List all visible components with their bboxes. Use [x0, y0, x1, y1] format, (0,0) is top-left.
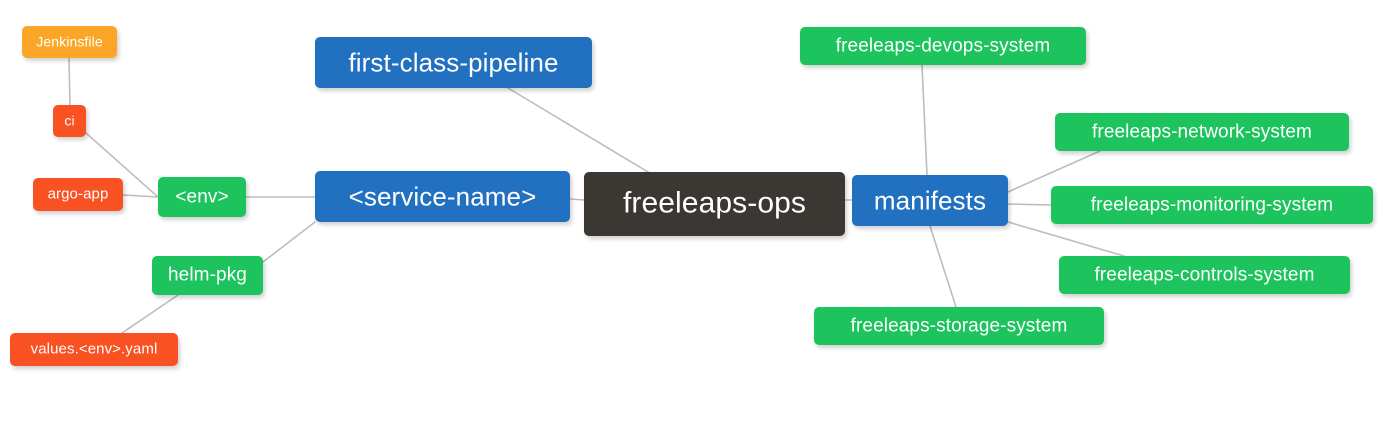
node-service-name[interactable]: <service-name> [315, 171, 570, 222]
node-freeleaps-network-system[interactable]: freeleaps-network-system [1055, 113, 1349, 151]
node-label-freeleaps-storage-system: freeleaps-storage-system [850, 315, 1068, 336]
node-label-env: <env> [175, 186, 229, 207]
node-argo-app[interactable]: argo-app [33, 178, 123, 211]
node-freeleaps-monitoring-system[interactable]: freeleaps-monitoring-system [1051, 186, 1373, 224]
node-values-yaml[interactable]: values.<env>.yaml [10, 333, 178, 366]
edge-manifests-to-freeleaps-controls-system [1007, 221, 1125, 257]
node-label-service-name: <service-name> [348, 181, 537, 211]
node-label-freeleaps-controls-system: freeleaps-controls-system [1094, 264, 1315, 285]
node-label-ci: ci [64, 112, 75, 129]
node-freeleaps-storage-system[interactable]: freeleaps-storage-system [814, 307, 1104, 345]
node-label-freeleaps-monitoring-system: freeleaps-monitoring-system [1090, 194, 1334, 215]
edge-jenkinsfile-to-ci [68, 57, 71, 106]
edge-helm-pkg-to-values-yaml [121, 294, 179, 334]
edge-manifests-to-freeleaps-monitoring-system [1007, 203, 1052, 206]
node-env[interactable]: <env> [158, 177, 246, 217]
node-label-freeleaps-devops-system: freeleaps-devops-system [835, 35, 1051, 56]
edge-service-name-to-freeleaps-ops [569, 198, 585, 201]
edge-manifests-to-freeleaps-storage-system [929, 225, 957, 308]
node-label-argo-app: argo-app [47, 185, 109, 203]
node-label-manifests: manifests [873, 185, 987, 215]
node-freeleaps-ops[interactable]: freeleaps-ops [584, 172, 845, 236]
edge-argo-app-to-env [122, 194, 159, 198]
node-label-jenkinsfile: Jenkinsfile [36, 33, 103, 50]
node-ci[interactable]: ci [53, 105, 86, 137]
edge-manifests-to-freeleaps-devops-system [921, 64, 928, 176]
node-first-class-pipeline[interactable]: first-class-pipeline [315, 37, 592, 88]
node-helm-pkg[interactable]: helm-pkg [152, 256, 263, 295]
node-label-values-yaml: values.<env>.yaml [30, 340, 158, 358]
node-manifests[interactable]: manifests [852, 175, 1008, 226]
edge-service-name-to-helm-pkg [262, 221, 316, 263]
edge-first-class-pipeline-to-freeleaps-ops [507, 87, 649, 173]
node-label-freeleaps-ops: freeleaps-ops [622, 186, 807, 220]
node-freeleaps-controls-system[interactable]: freeleaps-controls-system [1059, 256, 1350, 294]
node-freeleaps-devops-system[interactable]: freeleaps-devops-system [800, 27, 1086, 65]
node-label-first-class-pipeline: first-class-pipeline [348, 47, 559, 77]
node-label-freeleaps-network-system: freeleaps-network-system [1092, 121, 1312, 142]
node-label-helm-pkg: helm-pkg [168, 264, 247, 286]
node-jenkinsfile[interactable]: Jenkinsfile [22, 26, 117, 58]
